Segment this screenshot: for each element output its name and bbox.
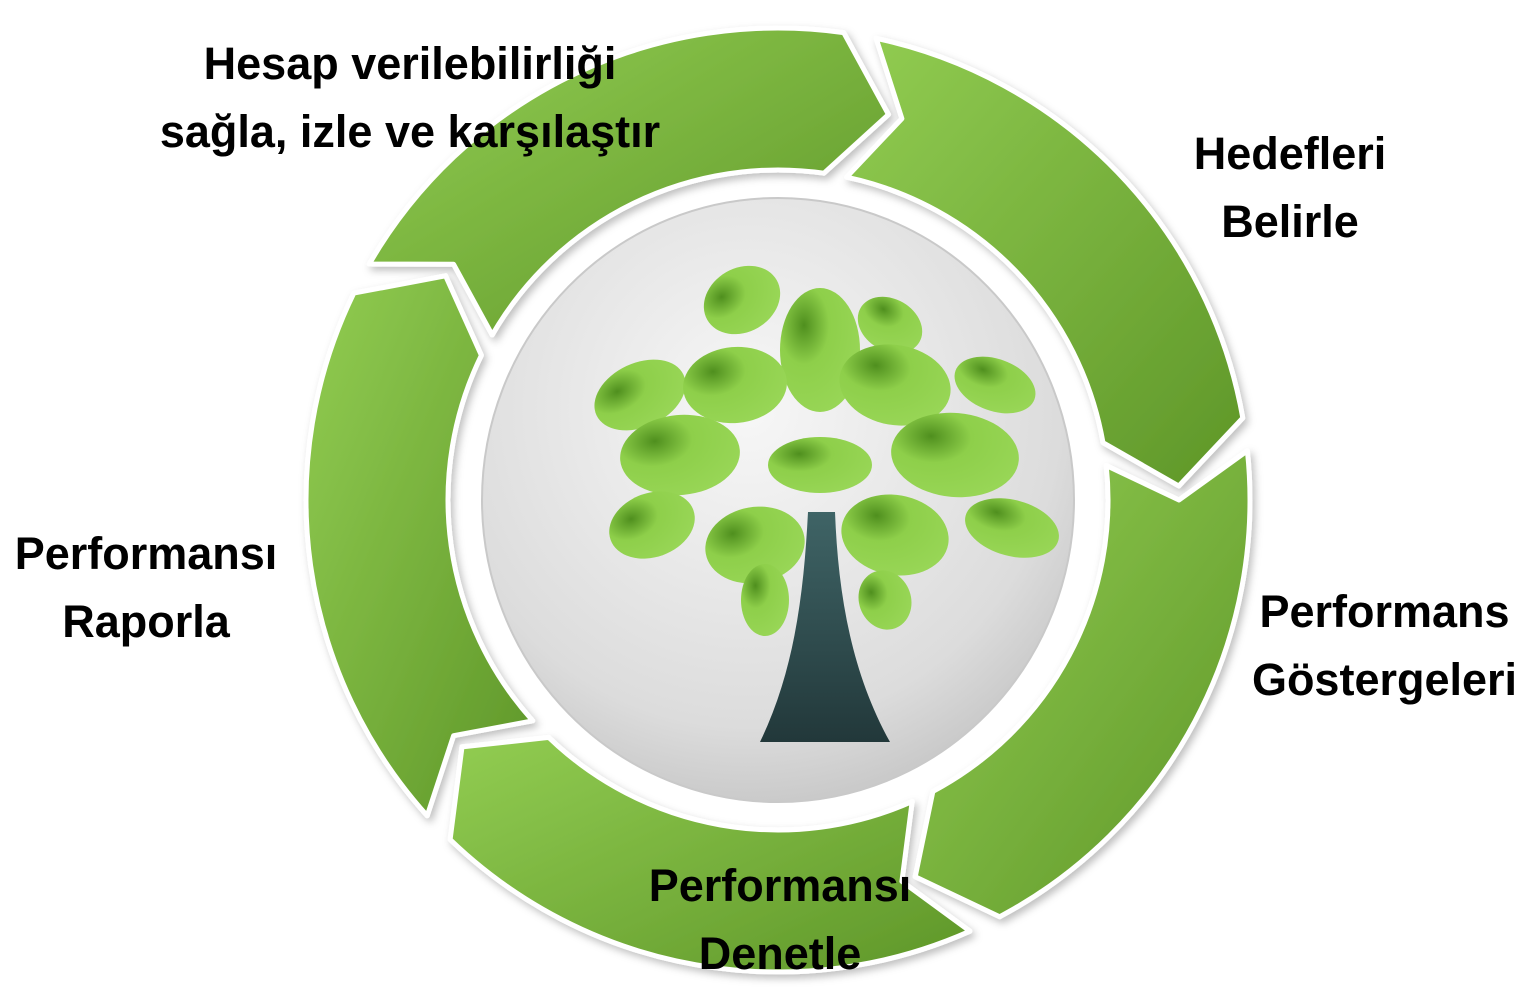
arrow-segment-hedefleri: [844, 35, 1246, 489]
step-hedefleri-belirle: Hedefleri Belirle: [1130, 120, 1450, 256]
tree-icon: [594, 265, 1059, 742]
tree-leaf: [683, 346, 787, 424]
step-label-line2: sağla, izle ve karşılaştır: [159, 106, 661, 157]
cycle-ring: [303, 25, 1253, 975]
step-label-line2: Belirle: [1221, 196, 1359, 247]
step-performansi-denetle: Performansı Denetle: [620, 852, 940, 988]
tree-leaf: [620, 414, 740, 496]
step-performans-gostergeleri: Performans Göstergeleri: [1240, 578, 1529, 714]
tree-trunk: [760, 512, 890, 742]
tree-leaf: [768, 437, 872, 493]
tree-leaf: [858, 570, 912, 630]
arrow-segment-hesap: [366, 25, 891, 338]
tree-leaves: [594, 265, 1059, 636]
arrow-segment-raporla: [303, 273, 536, 819]
tree-leaf: [703, 265, 781, 335]
step-label-line1: Hesap verilebilirliği: [203, 38, 617, 89]
tree-leaf: [954, 356, 1036, 414]
tree-leaf: [705, 506, 805, 584]
tree-leaf: [891, 412, 1019, 498]
arrow-segment-denetle: [447, 734, 973, 975]
tree-leaf: [839, 344, 951, 426]
step-label-line1: Performans: [1259, 586, 1510, 637]
tree-leaf: [609, 491, 695, 559]
arrow-segment-gostergeleri: [912, 448, 1253, 920]
step-label-line2: Göstergeleri: [1251, 654, 1518, 705]
step-label-line1: Performansı: [14, 528, 278, 579]
step-performansi-raporla: Performansı Raporla: [0, 520, 292, 656]
tree-leaf: [594, 359, 686, 431]
center-disc: [478, 197, 1078, 803]
tree-leaf: [841, 494, 949, 576]
tree-leaf: [741, 564, 789, 636]
tree-leaf: [857, 296, 923, 354]
step-hesap-verilebilirligi: Hesap verilebilirliği sağla, izle ve kar…: [120, 30, 700, 166]
step-label-line2: Denetle: [698, 928, 862, 979]
step-label-line2: Raporla: [62, 596, 230, 647]
step-label-line1: Performansı: [648, 860, 912, 911]
step-label-line1: Hedefleri: [1193, 128, 1387, 179]
tree-leaf: [965, 498, 1059, 558]
